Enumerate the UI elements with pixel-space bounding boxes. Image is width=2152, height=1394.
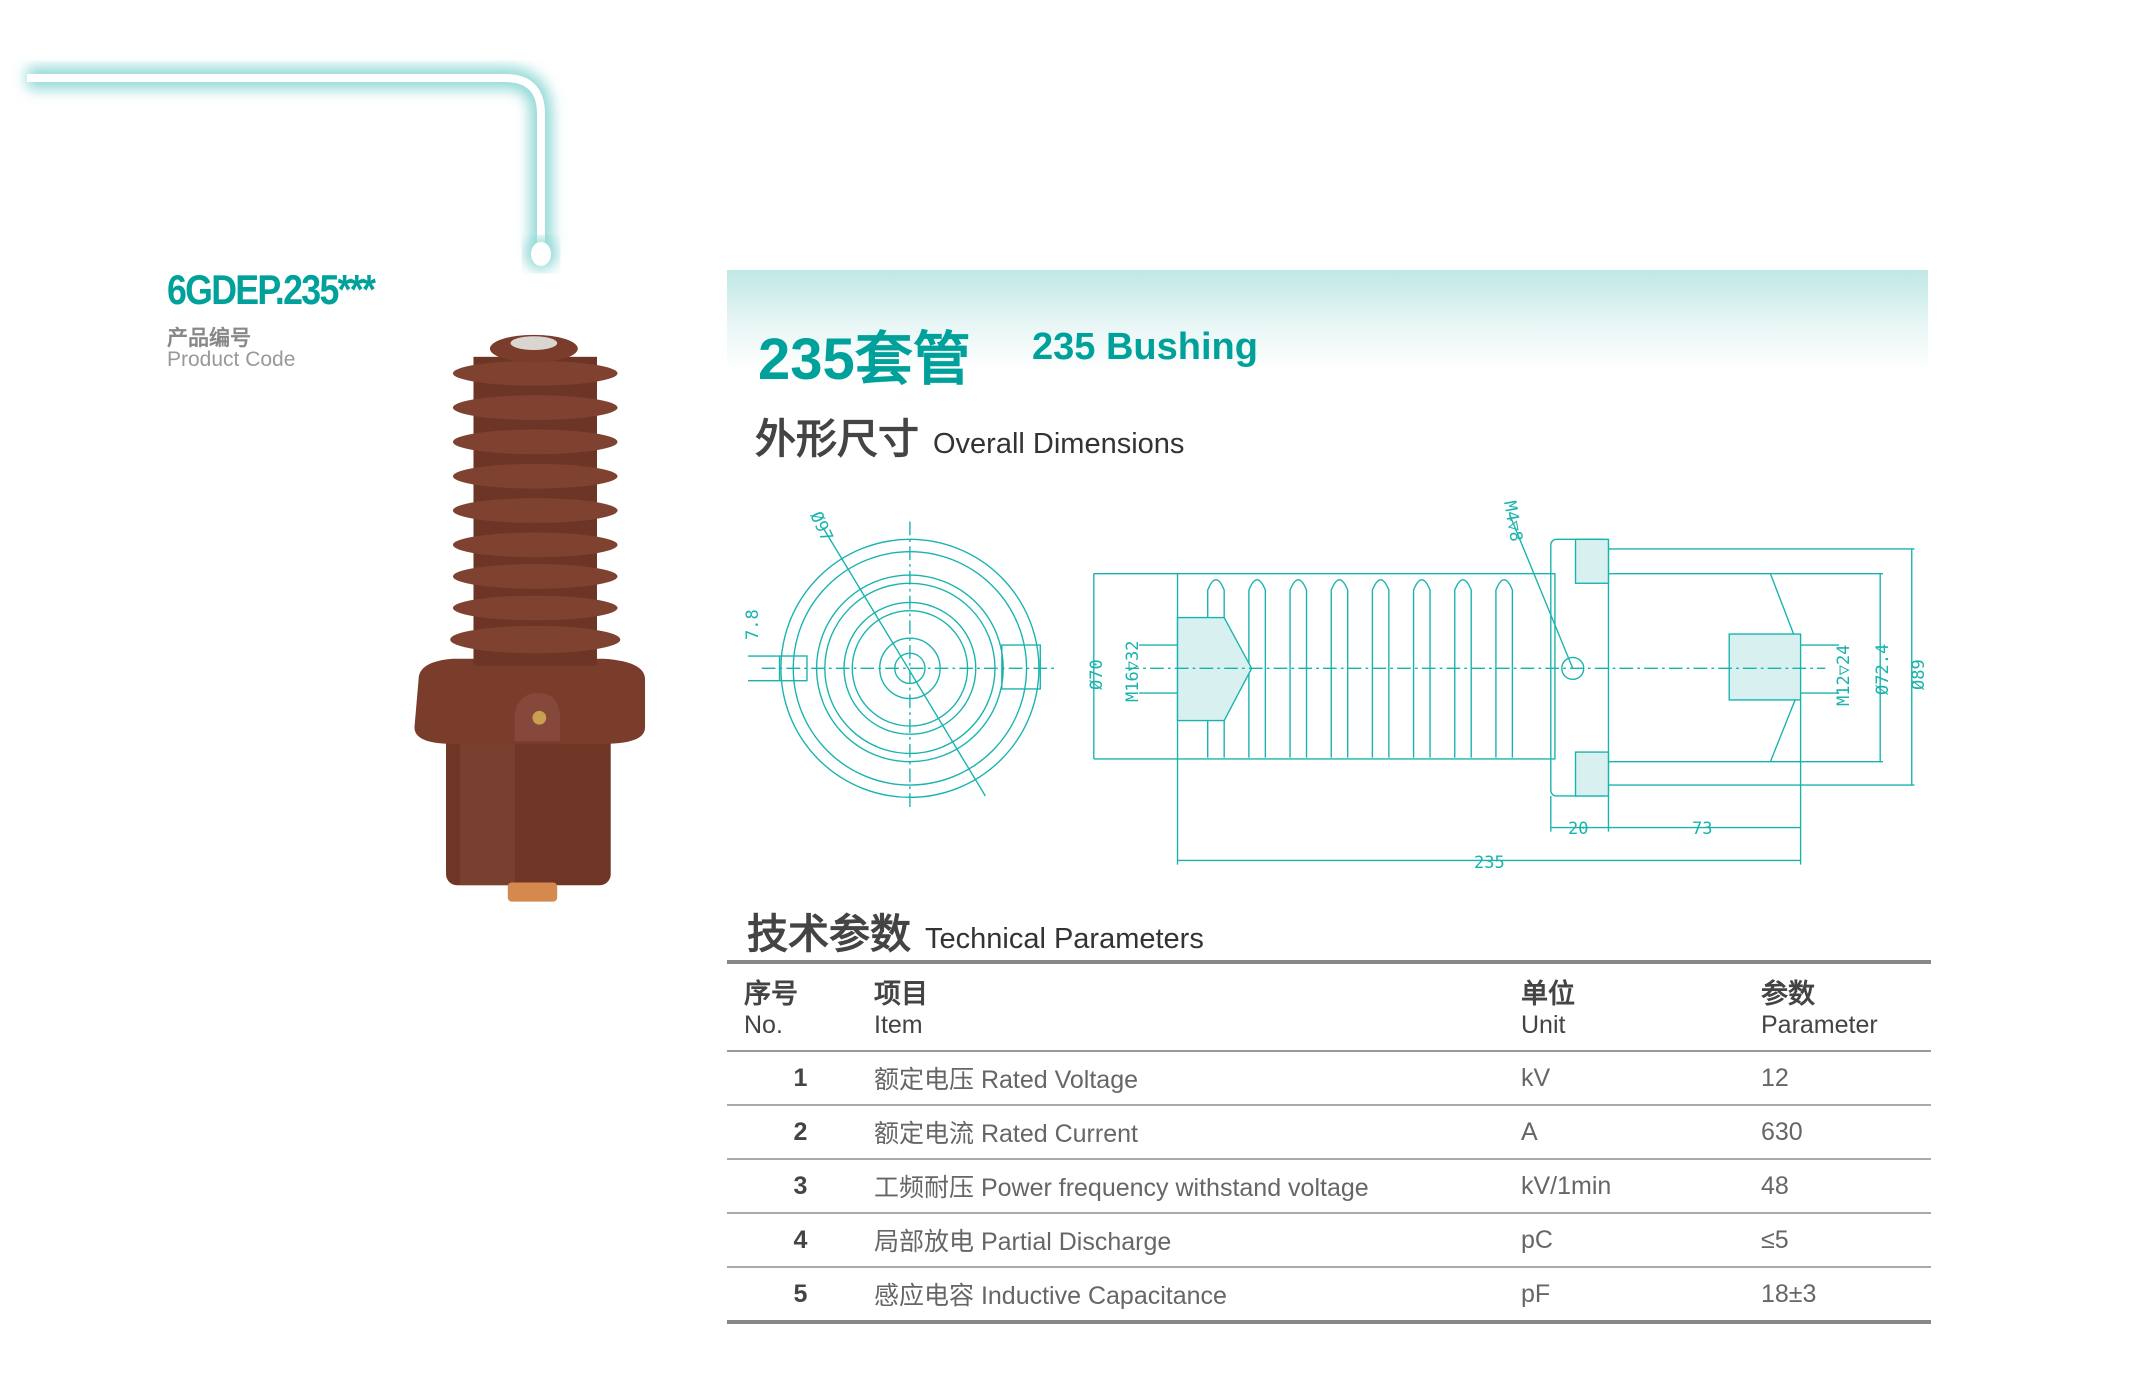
parameters-heading-en: Technical Parameters: [925, 923, 1204, 955]
dim-label-d70: Ø70: [1087, 659, 1107, 690]
dimensions-heading-en: Overall Dimensions: [933, 428, 1185, 460]
dim-label-d724: Ø72.4: [1873, 644, 1893, 695]
dim-label-d89: Ø89: [1909, 659, 1929, 690]
product-code: 6GDEP.235***: [167, 266, 376, 313]
dim-label-m12: M12▽24: [1834, 645, 1854, 706]
dimensions-heading-cn: 外形尺寸: [755, 416, 919, 462]
dim-label-m16: M16▽32: [1123, 641, 1143, 702]
header-band: [727, 270, 1928, 370]
dim-label-d97: Ø97: [805, 509, 836, 545]
dim-label-73: 73: [1692, 819, 1712, 839]
dim-label-w78: 7.8: [743, 609, 763, 640]
bushing-product-photo: [414, 334, 646, 902]
dim-label-20: 20: [1568, 819, 1588, 839]
product-code-label-en: Product Code: [167, 348, 296, 371]
parameters-heading-cn: 技术参数: [747, 911, 911, 957]
side-view: [1093, 514, 1915, 865]
dimension-drawing: Ø97 7.8 Ø70 M16▽32 M4▽8 M12▽24 Ø72.4 Ø89…: [743, 499, 1929, 873]
parameters-heading: 技术参数 Technical Parameters: [747, 900, 1204, 960]
decorative-connector-line: [27, 67, 557, 270]
page-title-cn: 235套管: [758, 327, 971, 392]
product-code-label-cn: 产品编号: [167, 327, 251, 350]
dim-label-235: 235: [1474, 853, 1505, 873]
dimensions-heading: 外形尺寸 Overall Dimensions: [755, 405, 1184, 465]
page-title-en: 235 Bushing: [1032, 326, 1258, 368]
end-view: [747, 521, 1057, 810]
dim-label-m4: M4▽8: [1499, 499, 1526, 543]
